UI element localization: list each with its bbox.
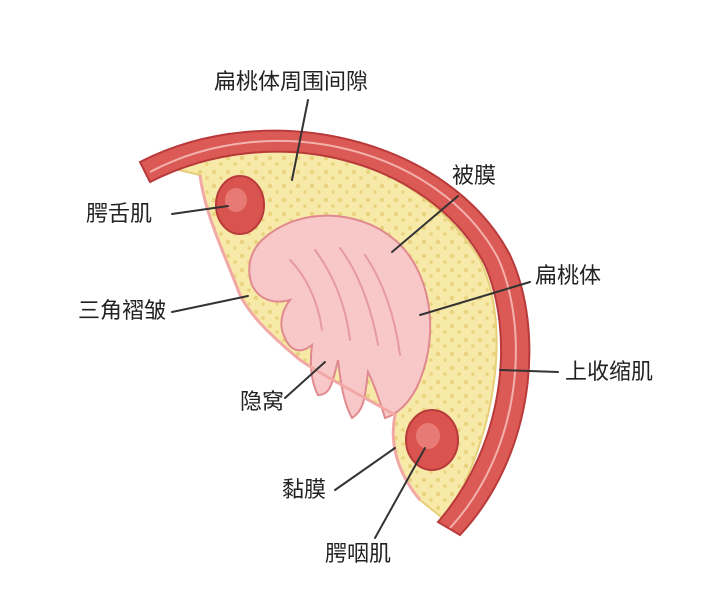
label-mucosa: 黏膜: [282, 478, 327, 503]
label-peritonsillar-space: 扁桃体周围间隙: [214, 70, 369, 95]
palatoglossus-muscle: [215, 175, 265, 235]
leader-capsule: [391, 195, 459, 253]
tonsil-crypts: [289, 247, 401, 356]
leader-peritonsillar-space: [291, 99, 309, 181]
leader-tonsil: [419, 281, 531, 316]
label-tonsil: 扁桃体: [535, 264, 602, 289]
leader-mucosa: [334, 447, 396, 491]
label-superior-constrictor: 上收缩肌: [565, 360, 654, 385]
leader-triangular-fold: [171, 295, 249, 313]
superior-constrictor-muscle: [138, 129, 531, 537]
palatopharyngeus-muscle: [405, 409, 459, 471]
leader-palatoglossus: [171, 205, 229, 215]
leader-lines: [171, 99, 559, 539]
label-triangular-fold: 三角褶皱: [78, 299, 167, 324]
label-capsule: 被膜: [452, 164, 497, 189]
label-crypts: 隐窝: [240, 390, 285, 415]
leader-palatopharyngeus: [374, 447, 426, 539]
leader-crypts: [284, 361, 326, 399]
mucosa-edge: [198, 174, 422, 501]
superior-constrictor-inner-line: [149, 139, 517, 529]
leader-superior-constrictor: [499, 369, 559, 373]
label-palatoglossus: 腭舌肌: [86, 202, 153, 227]
label-palatopharyngeus: 腭咽肌: [325, 542, 392, 567]
